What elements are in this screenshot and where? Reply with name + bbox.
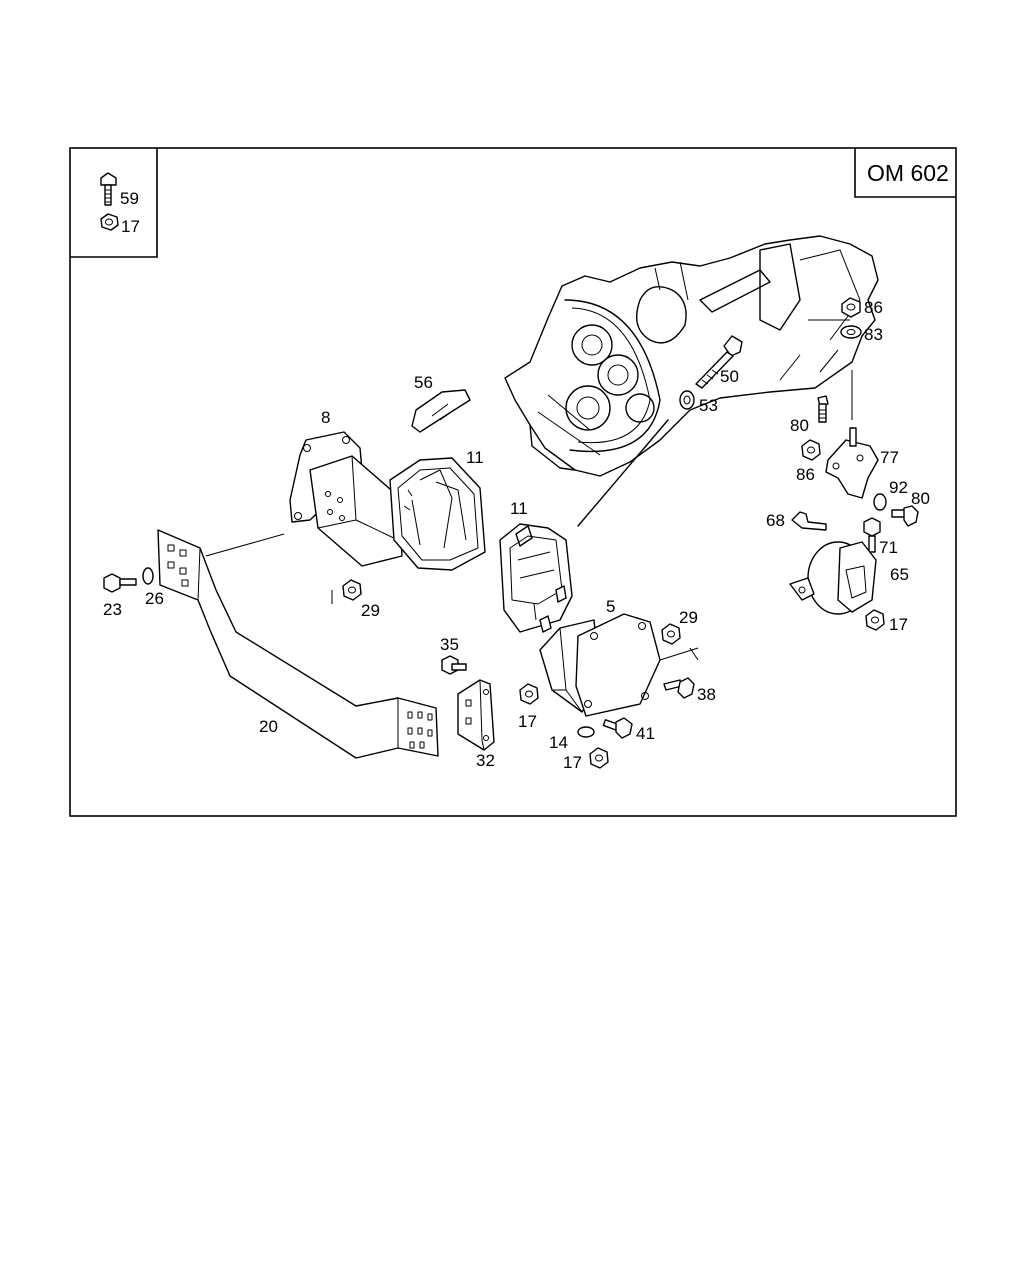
part-35-bolt: [441, 655, 467, 675]
bolt-icon: [100, 172, 117, 206]
callout-20: 20: [259, 717, 278, 736]
part-11-right-mount: [499, 419, 669, 633]
callout-23: 23: [103, 600, 122, 619]
callout-26: 26: [145, 589, 164, 608]
part-32-adapter-plate: [457, 679, 495, 751]
engine-block-outline: [504, 235, 879, 477]
callout-65: 65: [890, 565, 909, 584]
callout-38: 38: [697, 685, 716, 704]
callout-5: 5: [606, 597, 615, 616]
part-80-bolt-side: [891, 505, 919, 527]
callout-11-left: 11: [466, 448, 484, 467]
callout-80-top: 80: [790, 416, 809, 435]
part-8-left-bracket: [289, 431, 403, 567]
legend-box: 59 17: [70, 148, 158, 258]
part-17-nut-right: [865, 609, 885, 631]
part-56-stop-bracket: [411, 389, 471, 433]
part-29-nut-right: [661, 623, 681, 645]
callout-29-right: 29: [679, 608, 698, 627]
callout-11-right: 11: [510, 499, 528, 518]
part-26-washer: [142, 567, 154, 585]
callout-32: 32: [476, 751, 495, 770]
part-11-left-mount: [389, 457, 486, 571]
callout-83: 83: [864, 325, 883, 344]
callout-56: 56: [414, 373, 433, 392]
part-68-clip: [791, 511, 827, 531]
callout-35: 35: [440, 635, 459, 654]
engine-code-label: OM 602: [867, 160, 949, 186]
engine-code-box: OM 602: [854, 148, 956, 198]
callout-17-bottom: 17: [563, 753, 582, 772]
diagram-frame: [69, 147, 957, 817]
part-86-nut-lower: [801, 439, 821, 461]
callout-8: 8: [321, 408, 330, 427]
part-77-bracket: [825, 427, 879, 499]
part-50-long-bolt: [695, 335, 743, 389]
legend-bolt-number: 59: [120, 189, 139, 208]
part-23-bolt: [103, 573, 137, 593]
part-65-transmission-mount: [789, 541, 877, 615]
part-41-bolt: [602, 717, 633, 739]
part-38-bolt: [663, 677, 695, 699]
callout-14: 14: [549, 733, 568, 752]
callout-92: 92: [889, 478, 908, 497]
callout-17-left: 17: [518, 712, 537, 731]
callout-77: 77: [880, 448, 899, 467]
part-80-bolt-top: [817, 395, 829, 423]
callout-80-side: 80: [911, 489, 930, 508]
part-53-washer: [679, 390, 695, 410]
callout-41: 41: [636, 724, 655, 743]
callout-71: 71: [879, 538, 898, 557]
part-92-washer: [873, 493, 887, 511]
part-29-nut-left: [342, 579, 362, 601]
part-83-washer: [840, 325, 862, 339]
part-17-nut-left: [519, 683, 539, 705]
callout-29-left: 29: [361, 601, 380, 620]
part-5-right-bracket: [539, 613, 699, 717]
part-20-crossmember: [157, 529, 439, 759]
callout-86-lower: 86: [796, 465, 815, 484]
callout-68: 68: [766, 511, 785, 530]
callout-53: 53: [699, 396, 718, 415]
callout-17-right: 17: [889, 615, 908, 634]
callout-50: 50: [720, 367, 739, 386]
callout-86: 86: [864, 298, 883, 317]
part-86-nut-top: [841, 297, 861, 318]
nut-icon: [100, 213, 119, 231]
legend-nut-number: 17: [121, 217, 140, 236]
part-14-washer: [577, 726, 595, 738]
part-17-nut-bottom: [589, 747, 609, 769]
part-71-bolt: [863, 517, 881, 553]
